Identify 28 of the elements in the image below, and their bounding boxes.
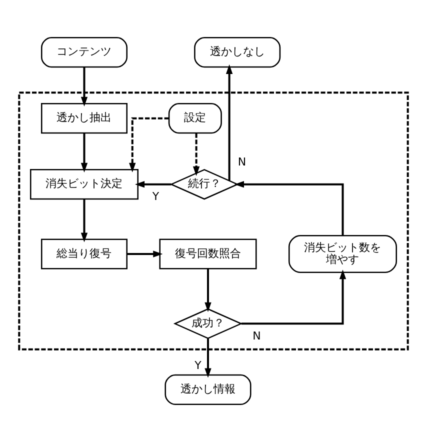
arrow (204, 338, 212, 378)
arrow (192, 133, 200, 176)
node-box: 設定 (168, 103, 222, 134)
arrow (204, 268, 212, 312)
node-box: 消失ビット数を増やす (288, 235, 398, 273)
arrow (127, 250, 163, 258)
node-box: 復号回数照合 (159, 238, 257, 270)
node-diamond: 続行？ (170, 168, 239, 200)
arrow (80, 133, 88, 172)
node-box: コンテンツ (40, 37, 128, 68)
edge-label: N (252, 329, 261, 342)
arrow (241, 270, 346, 325)
node-box: 消失ビット決定 (30, 169, 139, 200)
node-box: 透かし抽出 (40, 103, 128, 134)
edge-label: Y (194, 359, 202, 372)
arrow (134, 180, 172, 188)
edge-label: N (238, 155, 246, 168)
arrow (226, 64, 233, 181)
node-box: 透かしなし (194, 37, 281, 68)
edge-label: Y (152, 190, 160, 204)
node-box: 透かし情報 (164, 374, 252, 405)
arrow (80, 199, 88, 242)
arrow (234, 180, 344, 236)
cluster (18, 92, 409, 350)
node-box: 総当り復号 (40, 238, 128, 270)
node-diamond: 成功？ (173, 308, 243, 340)
arrow (80, 67, 88, 106)
arrow (129, 117, 169, 172)
